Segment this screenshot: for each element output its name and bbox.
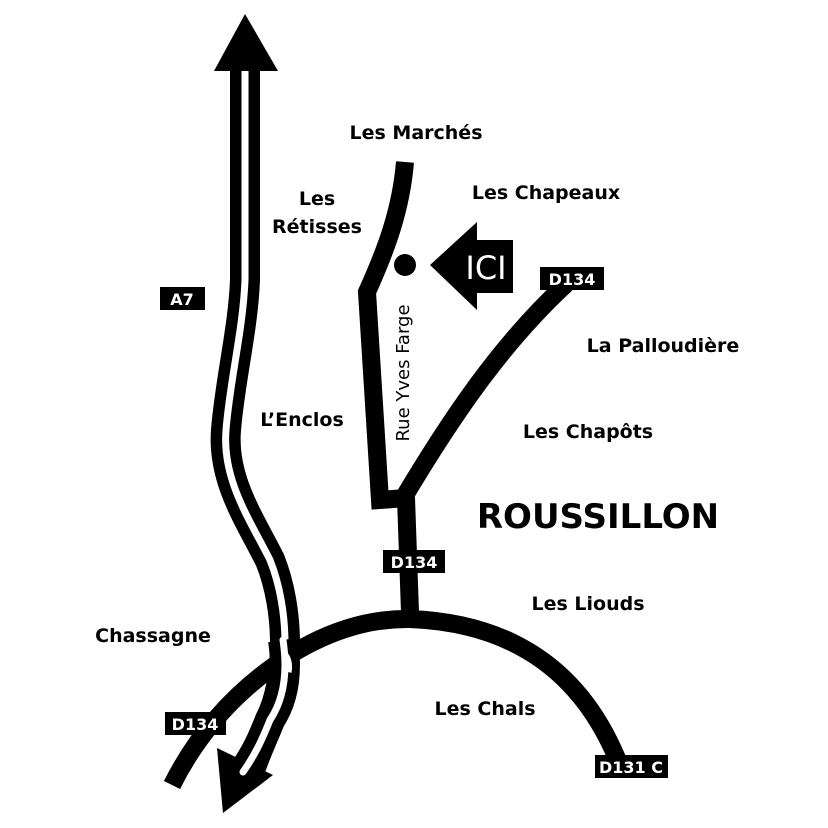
- d134-arc-road: [163, 609, 629, 790]
- street-label: Rue Yves Farge: [393, 304, 414, 441]
- place-les-liouds: Les Liouds: [531, 593, 644, 615]
- place-l-enclos: L’Enclos: [260, 409, 344, 431]
- town-roussillon: ROUSSILLON: [477, 497, 719, 537]
- place-les-marches: Les Marchés: [350, 122, 483, 144]
- svg-text:D131 C: D131 C: [599, 758, 663, 777]
- d134-northeast-road: [396, 277, 573, 502]
- svg-text:A7: A7: [170, 290, 194, 309]
- ici-arrow-marker: ICI: [430, 222, 513, 310]
- north-arrow-head: [214, 14, 278, 71]
- place-les-chapeaux: Les Chapeaux: [472, 182, 620, 204]
- road-shield-d134-sw: D134: [165, 712, 226, 735]
- place-les-retisses-line1: Les: [299, 188, 335, 210]
- svg-text:D134: D134: [172, 715, 219, 734]
- road-shield-d134-ne: D134: [540, 267, 604, 290]
- road-shield-d134-center: D134: [383, 550, 445, 573]
- place-les-retisses-line2: Rétisses: [272, 216, 362, 238]
- ici-label: ICI: [465, 249, 506, 287]
- road-shield-d131c: D131 C: [595, 755, 668, 778]
- place-les-chapots: Les Chapôts: [523, 421, 653, 443]
- rue-yves-farge-road: [357, 161, 419, 613]
- location-dot: [394, 254, 416, 276]
- svg-text:D134: D134: [391, 553, 438, 572]
- place-la-palloudiere: La Palloudière: [587, 335, 740, 357]
- place-les-chals: Les Chals: [434, 698, 535, 720]
- south-arrow-head: [217, 748, 273, 813]
- svg-text:D134: D134: [549, 270, 596, 289]
- road-shield-a7: A7: [160, 287, 205, 310]
- place-chassagne: Chassagne: [95, 625, 211, 647]
